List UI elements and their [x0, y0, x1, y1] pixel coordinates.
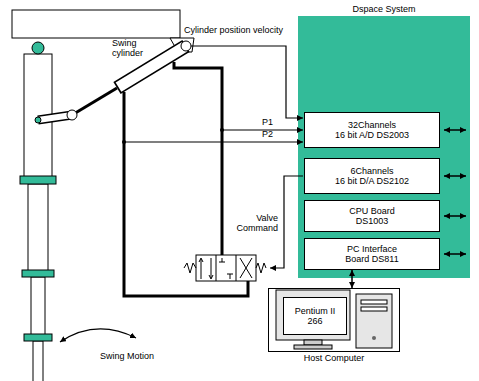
box-text: CPU Board	[349, 206, 395, 216]
arm-band	[22, 270, 54, 277]
pc-tower	[356, 294, 392, 348]
bus-arrow	[444, 175, 466, 177]
da-board: 6Channels16 bit D/A DS2102	[304, 158, 440, 194]
box-heading: Host Computer	[269, 353, 399, 363]
cpu-board: CPU BoardDS1003	[304, 200, 440, 232]
arm-pivot	[32, 42, 44, 54]
dspace-panel: Dspace System32Channels16 bit A/D DS2003…	[298, 16, 470, 278]
interface-board: PC InterfaceBoard DS811	[304, 238, 440, 270]
monitor	[276, 290, 350, 340]
signal-label-box: Cylinder position velocity	[184, 26, 283, 36]
box-text: 16 bit D/A DS2102	[335, 176, 409, 186]
arm-rod	[31, 277, 45, 335]
bus-connector	[351, 270, 353, 288]
hydraulic-hose	[174, 62, 222, 255]
box-text: 32Channels	[335, 120, 409, 130]
signal-name-box: P2	[262, 130, 273, 140]
valve-divider	[236, 255, 237, 281]
box-text: PC Interface	[345, 244, 398, 254]
drive-slot	[361, 307, 387, 311]
signal-name: P1	[262, 118, 273, 128]
pressure-signal-line	[124, 141, 303, 142]
arm-band	[20, 176, 56, 184]
position-signal-line	[191, 46, 303, 118]
cylinder-rod	[72, 88, 117, 115]
signal-label: Cylinder position velocity	[184, 26, 283, 36]
signal-label: Valve Command	[230, 214, 278, 234]
box-text: 16 bit A/D DS2003	[335, 130, 409, 140]
drive-slot	[361, 300, 387, 304]
signal-label-box: Valve Command	[230, 214, 278, 234]
signal-name-box: P1	[262, 118, 273, 128]
link-pivot	[35, 117, 41, 123]
monitor-stand	[304, 340, 322, 345]
monitor-base	[294, 345, 332, 349]
valve-divider	[216, 255, 217, 281]
bus-arrow	[444, 253, 466, 255]
host-computer: Host ComputerPentium II 266	[268, 288, 400, 352]
arm-lower-rod	[33, 341, 43, 381]
motion-arrow	[60, 329, 136, 342]
monitor-screen: Pentium II 266	[283, 297, 347, 335]
box-text: Board DS811	[345, 254, 398, 264]
motion-label-box: Swing Motion	[100, 352, 154, 362]
valve-symbol	[240, 258, 252, 278]
box-text: Pentium II 266	[287, 306, 343, 327]
arm-inner-tube	[28, 184, 48, 272]
cylinder-pivot	[181, 41, 191, 51]
part-label: Swing cylinder	[112, 39, 148, 59]
part-label-box: Swing cylinder	[112, 39, 148, 59]
valve-spring	[256, 263, 266, 273]
motion-label: Swing Motion	[100, 352, 154, 362]
box-heading: Dspace System	[298, 4, 470, 14]
box-text: DS1003	[349, 216, 395, 226]
bus-arrow	[444, 215, 466, 217]
dspace-panel-fill	[298, 16, 470, 278]
valve-spring	[184, 263, 196, 273]
signal-name: P2	[262, 130, 273, 140]
servo-valve	[196, 255, 256, 281]
box-text: 6Channels	[335, 166, 409, 176]
bus-arrow	[444, 129, 466, 131]
cylinder-pivot	[67, 110, 77, 120]
boom-beam	[12, 10, 180, 38]
power-button	[372, 336, 376, 340]
valve-symbol	[199, 258, 213, 279]
valve-symbol	[219, 258, 233, 279]
arm-band	[24, 334, 52, 341]
ad-board: 32Channels16 bit A/D DS2003	[304, 112, 440, 148]
